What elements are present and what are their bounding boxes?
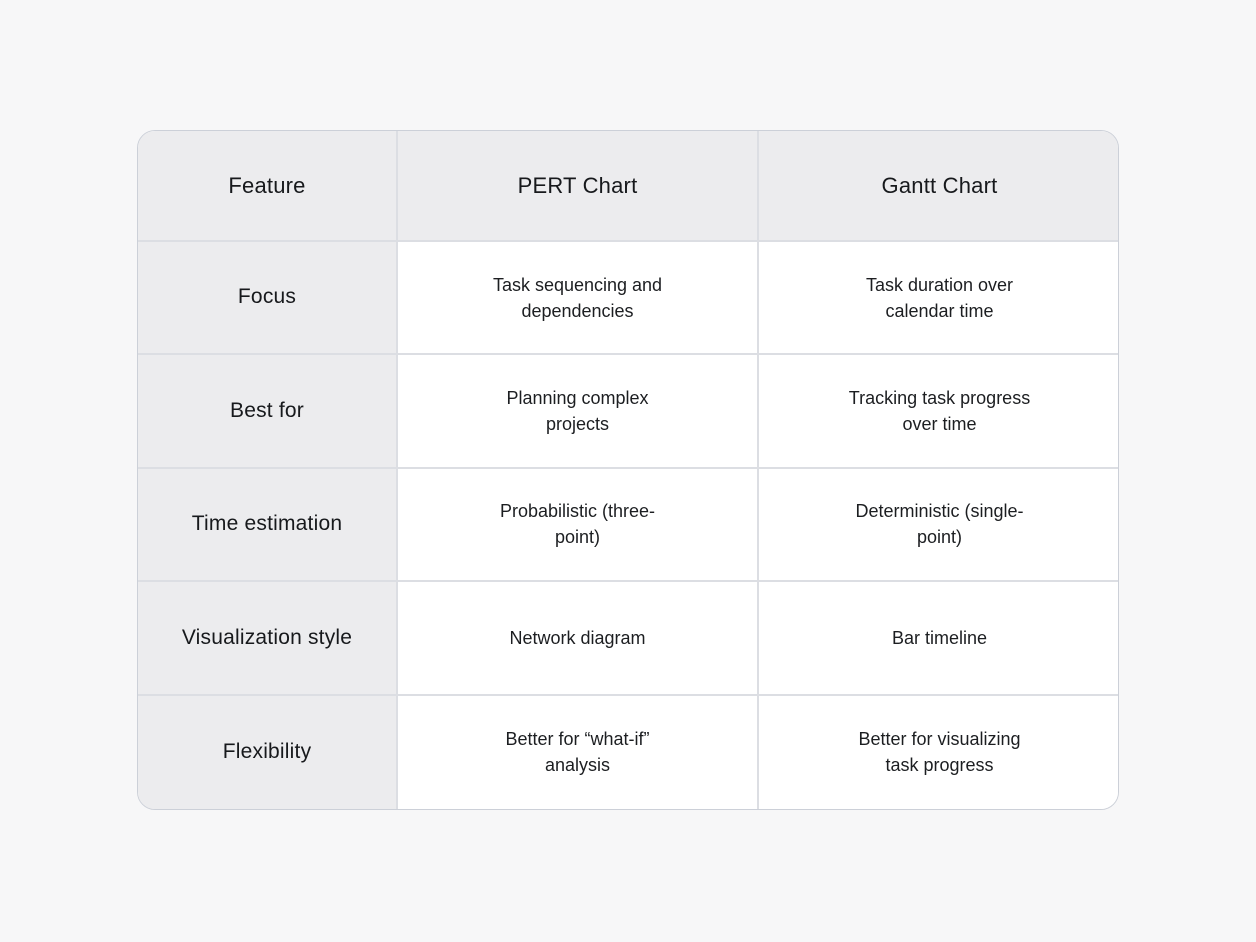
pert-vs-gantt-comparison-table: Feature PERT Chart Gantt Chart Focus Tas… — [137, 130, 1119, 810]
cell-best-for-pert: Planning complex projects — [398, 355, 759, 469]
header-cell-gantt-chart: Gantt Chart — [759, 131, 1118, 242]
row-label-visualization-style: Visualization style — [138, 582, 398, 696]
cell-time-estimation-pert: Probabilistic (three- point) — [398, 468, 759, 583]
row-label-best-for: Best for — [138, 355, 398, 469]
row-label-focus: Focus — [138, 242, 398, 356]
cell-flexibility-gantt: Better for visualizing task progress — [759, 695, 1118, 809]
cell-time-estimation-gantt: Deterministic (single- point) — [759, 468, 1118, 583]
cell-visualization-style-pert: Network diagram — [398, 582, 759, 696]
row-label-flexibility: Flexibility — [138, 695, 398, 809]
cell-focus-gantt: Task duration over calendar time — [759, 242, 1118, 356]
header-cell-pert-chart: PERT Chart — [398, 131, 759, 242]
cell-visualization-style-gantt: Bar timeline — [759, 582, 1118, 696]
cell-flexibility-pert: Better for “what-if” analysis — [398, 695, 759, 809]
header-cell-feature: Feature — [138, 131, 398, 242]
row-label-time-estimation: Time estimation — [138, 468, 398, 583]
cell-best-for-gantt: Tracking task progress over time — [759, 355, 1118, 469]
cell-focus-pert: Task sequencing and dependencies — [398, 242, 759, 356]
